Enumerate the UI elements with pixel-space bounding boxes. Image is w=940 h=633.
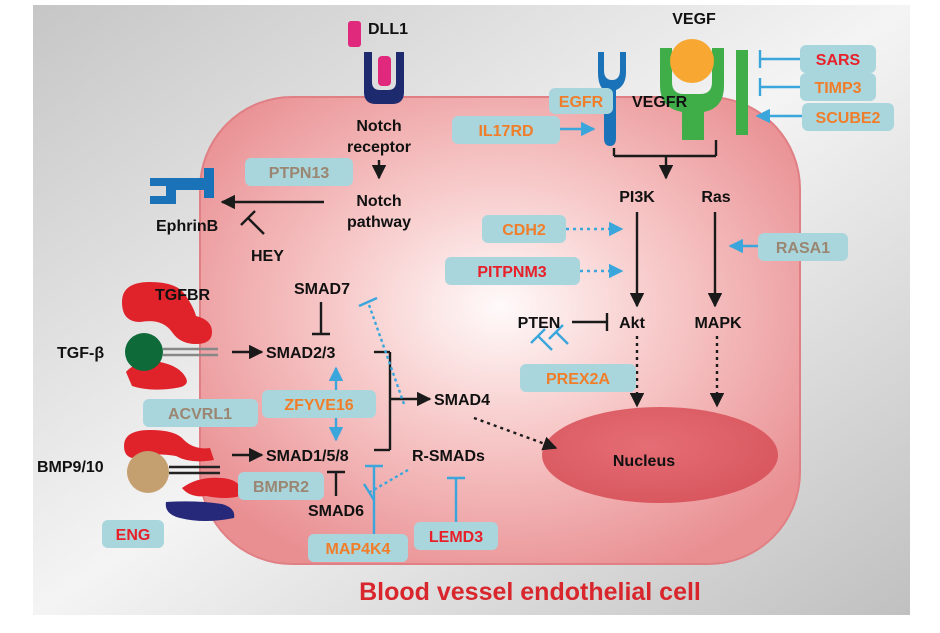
- label-dll1: DLL1: [368, 21, 408, 38]
- label-vegf: VEGF: [672, 11, 716, 28]
- label-notch-receptor-1: Notch: [356, 118, 401, 135]
- bmpr2-box: [238, 472, 324, 500]
- gene-cdh2: CDH2: [502, 222, 546, 239]
- bmpr2-receptor-icon: [182, 477, 241, 498]
- zfyve16-box: [262, 390, 376, 418]
- gene-zfyve16: ZFYVE16: [284, 397, 353, 414]
- label-ras: Ras: [701, 189, 730, 206]
- label-notch-receptor-2: receptor: [347, 139, 411, 156]
- eng-coreceptor-icon: [165, 501, 235, 521]
- diagram-title: Blood vessel endothelial cell: [359, 578, 701, 606]
- tgfb-ligand-icon: [125, 333, 163, 371]
- label-smad1-5-8: SMAD1/5/8: [266, 448, 349, 465]
- label-notch-pathway-1: Notch: [356, 193, 401, 210]
- ephrinb-receptor-icon: [150, 178, 206, 204]
- tgfbr-receptor-icon: [122, 282, 212, 344]
- ephrinb-stem-icon: [204, 168, 214, 198]
- label-r-smads: R-SMADs: [412, 448, 485, 465]
- label-tgfbr: TGFBR: [155, 287, 211, 304]
- label-vegfr: VEGFR: [632, 94, 688, 111]
- vegfr-coreceptor-icon: [736, 50, 748, 135]
- pitpnm3-box: [445, 257, 580, 285]
- gene-il17rd: IL17RD: [478, 123, 533, 140]
- label-tgfb: TGF-β: [57, 345, 104, 362]
- timp3-box: [800, 73, 876, 101]
- bmp9-10-ligand-icon: [127, 451, 169, 493]
- acvrl1-box: [143, 399, 258, 427]
- label-pten: PTEN: [518, 315, 561, 332]
- gene-prex2a: PREX2A: [546, 371, 610, 388]
- label-hey: HEY: [251, 248, 284, 265]
- scube2-box: [802, 103, 894, 131]
- lemd3-box: [414, 522, 498, 550]
- cdh2-box: [482, 215, 566, 243]
- label-bmp9-10: BMP9/10: [37, 459, 104, 476]
- sars-box: [800, 45, 876, 73]
- gene-eng: ENG: [116, 527, 151, 544]
- gene-egfr: EGFR: [559, 94, 604, 111]
- label-mapk: MAPK: [694, 315, 742, 332]
- label-smad4: SMAD4: [434, 392, 490, 409]
- label-smad7: SMAD7: [294, 281, 350, 298]
- prex2a-box: [520, 364, 636, 392]
- vegf-ligand-icon: [670, 39, 714, 83]
- map4k4-box: [308, 534, 408, 562]
- label-akt: Akt: [619, 315, 645, 332]
- gene-rasa1: RASA1: [776, 240, 830, 257]
- gene-pitpnm3: PITPNM3: [477, 264, 546, 281]
- gene-ptpn13: PTPN13: [269, 165, 330, 182]
- dll1-bound-icon: [378, 56, 391, 86]
- vegfr-receptor-icon: [660, 48, 724, 140]
- ptpn13-box: [245, 158, 353, 186]
- label-smad2-3: SMAD2/3: [266, 345, 335, 362]
- label-nucleus: Nucleus: [613, 453, 675, 470]
- gene-boxes: [102, 45, 894, 562]
- egfr-box: [549, 88, 613, 114]
- gene-map4k4: MAP4K4: [326, 541, 391, 558]
- label-ephrinb: EphrinB: [156, 218, 218, 235]
- label-smad6: SMAD6: [308, 503, 364, 520]
- nucleus-shape: [542, 407, 778, 503]
- notch-receptor-icon: [364, 52, 404, 104]
- rasa1-box: [758, 233, 848, 261]
- dll1-ligand-icon: [348, 21, 361, 47]
- label-notch-pathway-2: pathway: [347, 214, 411, 231]
- gene-lemd3: LEMD3: [429, 529, 483, 546]
- gene-sars: SARS: [816, 52, 861, 69]
- eng-box: [102, 520, 164, 548]
- label-pi3k: PI3K: [619, 189, 655, 206]
- il17rd-box: [452, 116, 560, 144]
- gene-acvrl1: ACVRL1: [168, 406, 232, 423]
- gene-timp3: TIMP3: [814, 80, 861, 97]
- gene-bmpr2: BMPR2: [253, 479, 309, 496]
- gene-scube2: SCUBE2: [816, 110, 881, 127]
